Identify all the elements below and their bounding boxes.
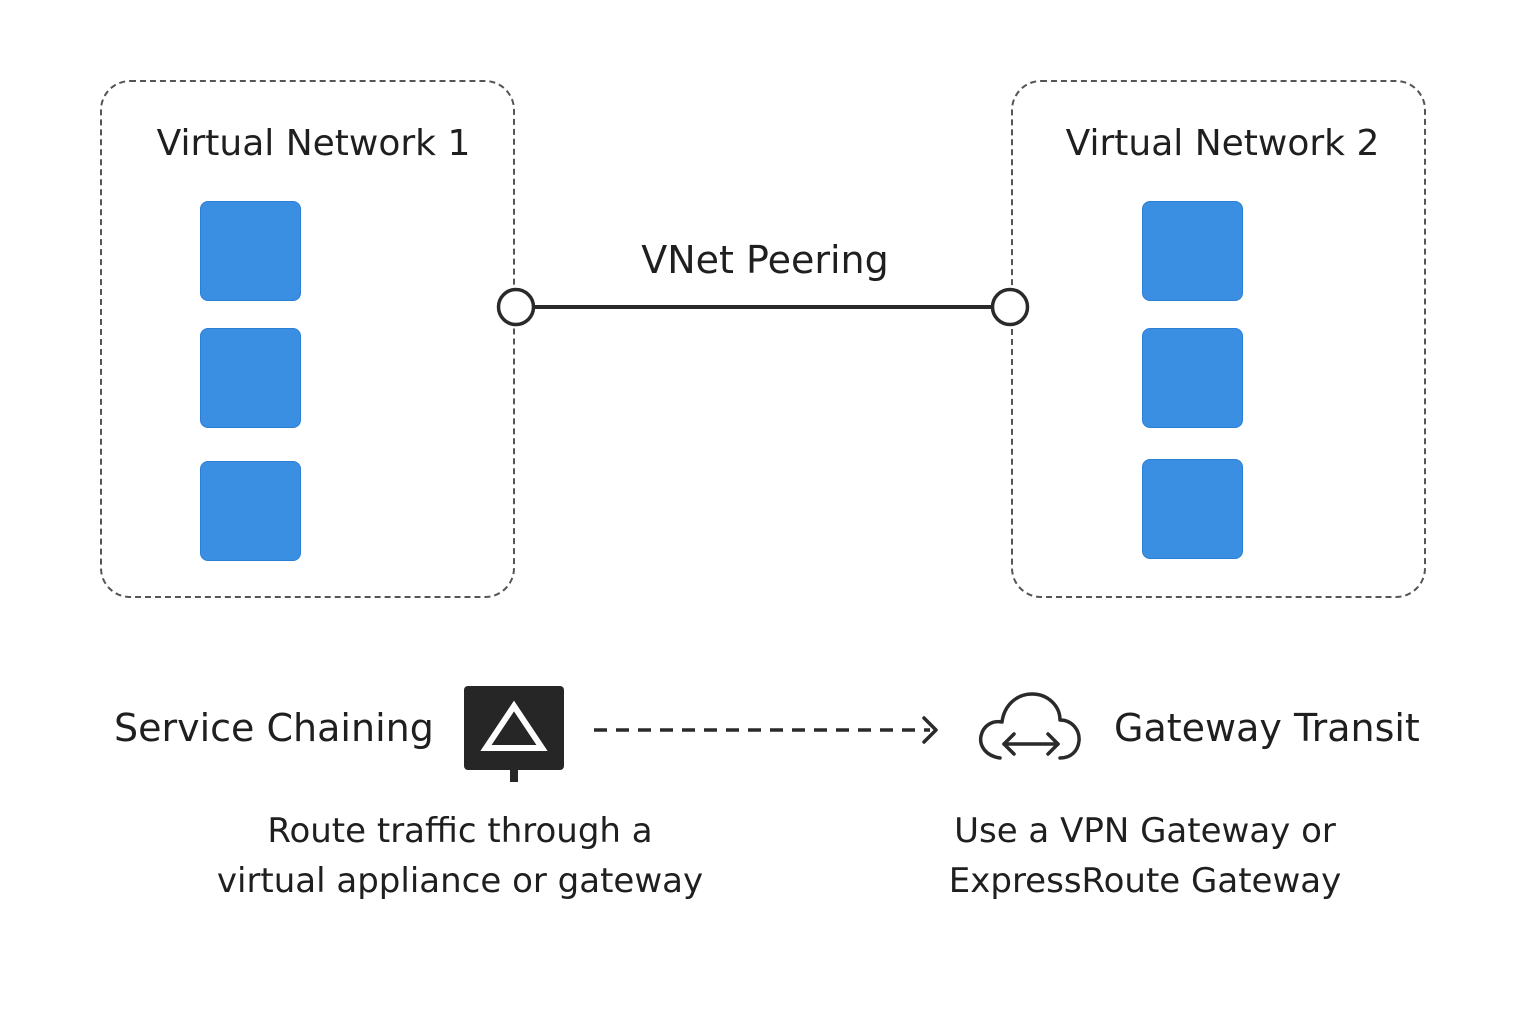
vnet-peering-label: VNet Peering xyxy=(641,238,889,282)
cloud-transit-icon xyxy=(978,692,1081,760)
service-chaining-description: Route traffic through a virtual applianc… xyxy=(180,806,740,906)
gateway-transit-description-line-1: Use a VPN Gateway or xyxy=(954,811,1336,851)
appliance-triangle-icon xyxy=(464,686,564,782)
service-chaining-description-line-1: Route traffic through a xyxy=(267,811,653,851)
virtual-network-2: Virtual Network 2 xyxy=(1011,80,1426,598)
peering-endpoint-left xyxy=(496,287,536,327)
virtual-network-1: Virtual Network 1 xyxy=(100,80,515,598)
vnet2-subnet-1 xyxy=(1142,201,1243,301)
vnet1-subnet-2 xyxy=(200,328,301,428)
service-chaining-description-line-2: virtual appliance or gateway xyxy=(216,861,704,901)
vnet1-subnet-1 xyxy=(200,201,301,301)
service-chaining-title: Service Chaining xyxy=(114,706,434,750)
vnet2-subnet-3 xyxy=(1142,459,1243,559)
gateway-transit-title: Gateway Transit xyxy=(1114,706,1420,750)
gateway-transit-description-line-2: ExpressRoute Gateway xyxy=(948,861,1342,901)
virtual-network-1-title: Virtual Network 1 xyxy=(156,123,471,164)
vnet2-subnet-2 xyxy=(1142,328,1243,428)
virtual-network-2-title: Virtual Network 2 xyxy=(1065,123,1380,164)
peering-endpoint-right xyxy=(990,287,1030,327)
vnet1-subnet-3 xyxy=(200,461,301,561)
dashed-arrow-icon xyxy=(594,716,938,744)
vnet-peering-connector xyxy=(496,287,1030,327)
gateway-transit-description: Use a VPN Gateway or ExpressRoute Gatewa… xyxy=(900,806,1390,906)
